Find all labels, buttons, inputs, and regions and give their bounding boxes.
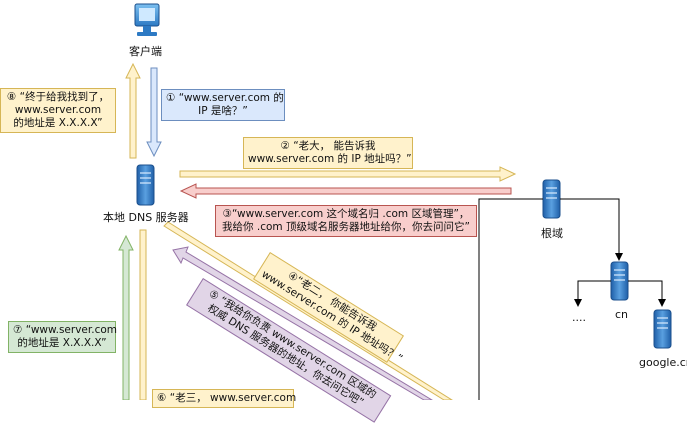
client-label: 客户端 [129,45,162,58]
note-step-3: ③“www.server.com 这个域名归 .com 区域管理”， 我给你 .… [215,205,477,237]
note-step-1: ① “www.server.com 的 IP 是啥？” [161,89,285,121]
google-server-icon [653,309,672,349]
local-dns-label: 本地 DNS 服务器 [103,211,189,224]
note-step-6-line-1: ⑥ “老三， www.server.com [157,392,297,404]
arrow-2-query-root [179,166,517,182]
arrow-1-query [146,67,162,158]
note-step-2: ② “老大， 能告诉我 www.server.com 的 IP 地址吗？” [243,137,413,169]
domain-tree-lines [478,198,666,400]
cn-label: cn [615,308,629,321]
note-step-3-line-1: ③“www.server.com 这个域名归 .com 区域管理”， [222,208,470,220]
arrow-7-answer [118,234,134,400]
cn-server-icon [610,261,629,301]
root-label: 根域 [541,227,563,240]
arrow-6-query-auth [139,229,147,400]
note-step-1-line-2: IP 是啥？” [198,105,248,117]
note-step-8-line-1: ⑧ “终于给我找到了， [6,91,110,103]
note-step-1-line-1: ① “www.server.com 的 [166,92,284,104]
arrow-8-response [125,62,141,159]
note-step-3-line-2: 我给你 .com 顶级域名服务器地址给你，你去问问它” [222,221,470,233]
client-computer-icon [134,3,160,36]
note-step-2-line-1: ② “老大， 能告诉我 [280,140,376,152]
note-step-2-line-2: www.server.com 的 IP 地址吗？” [248,153,412,165]
root-server-icon [542,179,561,219]
note-step-7-line-1: ⑦ “www.server.com [13,324,117,336]
local-dns-server-icon [136,164,155,206]
arrow-5-referral [172,246,433,400]
note-step-6: ⑥ “老三， www.server.com [152,389,297,408]
arrow-3-referral [179,183,512,199]
ellipsis-label: .... [572,311,586,324]
note-step-7-line-2: 的地址是 X.X.X.X” [17,337,107,349]
note-step-7: ⑦ “www.server.com 的地址是 X.X.X.X” [8,321,117,353]
google-label: google.cn [639,356,687,369]
note-step-8: ⑧ “终于给我找到了， www.server.com 的地址是 X.X.X.X” [0,88,116,133]
note-step-8-line-2: www.server.com [14,104,102,116]
note-step-8-line-3: 的地址是 X.X.X.X” [13,117,103,129]
